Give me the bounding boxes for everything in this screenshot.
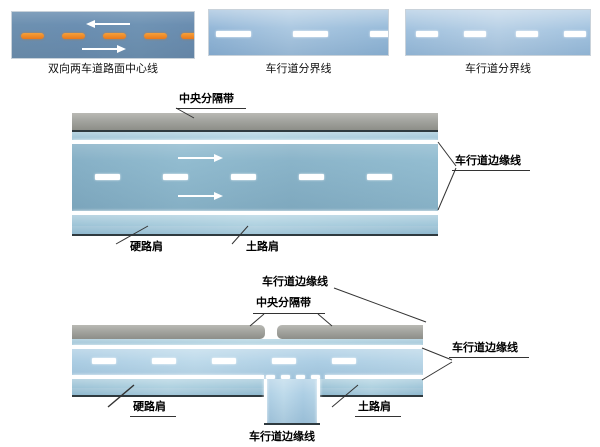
median-edge-line <box>72 130 438 132</box>
edge-line-top <box>72 140 438 144</box>
label-median: 中央分隔带 <box>179 92 234 105</box>
lane-dash <box>293 31 328 37</box>
lane-dash <box>92 358 116 364</box>
junction-dash <box>296 375 305 379</box>
hard-shoulder-band-right <box>320 379 423 388</box>
branch-bottom-line <box>264 423 320 425</box>
center-dash <box>144 33 167 39</box>
leader-median <box>249 313 333 327</box>
branch-edge-line-right <box>317 379 320 423</box>
leader-hard-shoulder <box>107 384 135 408</box>
label-edge-line-right-underline <box>449 357 529 358</box>
branch-edge-line-left <box>264 379 267 423</box>
label-earth-shoulder: 土路肩 <box>246 240 279 253</box>
lane-dash <box>564 31 586 37</box>
inner-shoulder <box>72 132 438 140</box>
lane-dash <box>464 31 486 37</box>
leader-edge-line-right <box>437 141 457 211</box>
panel-lane-divider-short <box>405 9 591 56</box>
lane-dash <box>272 358 296 364</box>
lane-dash <box>299 174 324 180</box>
edge-line-bottom <box>72 211 438 215</box>
label-median-underline <box>176 108 246 109</box>
lane-dash <box>367 174 392 180</box>
branch-carriageway <box>264 379 320 423</box>
earth-shoulder-band-left <box>72 388 264 395</box>
label-edge-line-right: 车行道边缘线 <box>455 154 521 167</box>
panel-lane-divider-short-caption: 车行道分界线 <box>465 62 531 75</box>
leader-hard-shoulder <box>115 225 149 245</box>
edge-line-top <box>72 345 423 349</box>
junction-dash <box>281 375 290 379</box>
lane-dash <box>152 358 176 364</box>
leader-edge-line-top <box>333 287 427 323</box>
label-hard-shoulder-underline <box>130 416 176 417</box>
lane-dash <box>95 174 120 180</box>
outer-edge-line <box>72 234 438 236</box>
label-hard-shoulder: 硬路肩 <box>133 400 166 413</box>
lane-dash <box>332 358 356 364</box>
leader-earth-shoulder <box>231 225 249 245</box>
panel-centerline-caption: 双向两车道路面中心线 <box>48 62 158 75</box>
label-earth-shoulder-underline <box>355 416 401 417</box>
outer-edge-line-left <box>72 395 264 397</box>
edge-line-bottom-left <box>72 375 264 379</box>
label-hard-shoulder: 硬路肩 <box>130 240 163 253</box>
lane-dash <box>416 31 438 37</box>
center-dash <box>103 33 126 39</box>
panel-centerline <box>11 11 195 59</box>
label-earth-shoulder: 土路肩 <box>358 400 391 413</box>
junction-dash <box>311 375 320 379</box>
hard-shoulder-band-left <box>72 379 264 388</box>
outer-edge-line-right <box>320 395 423 397</box>
earth-shoulder-band <box>72 226 438 234</box>
edge-line-bottom-right <box>325 375 423 379</box>
lane-dash <box>216 31 251 37</box>
junction-dash <box>266 375 275 379</box>
median-strip-left <box>72 325 265 339</box>
panel-lane-divider-long <box>208 9 389 56</box>
median-strip <box>72 113 438 130</box>
lane-dash <box>163 174 188 180</box>
panel-lane-divider-long-caption: 车行道分界线 <box>265 62 332 75</box>
inner-shoulder <box>72 339 423 345</box>
center-dash <box>181 33 194 39</box>
center-dash <box>62 33 85 39</box>
label-edge-line-branch: 车行道边缘线 <box>249 430 315 443</box>
label-edge-line-top: 车行道边缘线 <box>262 275 328 288</box>
leader-median <box>175 107 195 119</box>
label-median: 中央分隔带 <box>256 296 311 309</box>
label-edge-line-right: 车行道边缘线 <box>452 341 518 354</box>
median-strip-right <box>277 325 423 339</box>
hard-shoulder-band <box>72 215 438 226</box>
center-dash <box>21 33 44 39</box>
lane-dash <box>231 174 256 180</box>
leader-edge-line-right <box>421 347 453 381</box>
leader-earth-shoulder <box>331 384 359 408</box>
lane-dash <box>370 31 388 37</box>
lane-dash <box>212 358 236 364</box>
lane-dash <box>516 31 538 37</box>
earth-shoulder-band-right <box>320 388 423 395</box>
label-edge-line-right-underline <box>452 170 530 171</box>
label-median-underline <box>253 313 325 314</box>
